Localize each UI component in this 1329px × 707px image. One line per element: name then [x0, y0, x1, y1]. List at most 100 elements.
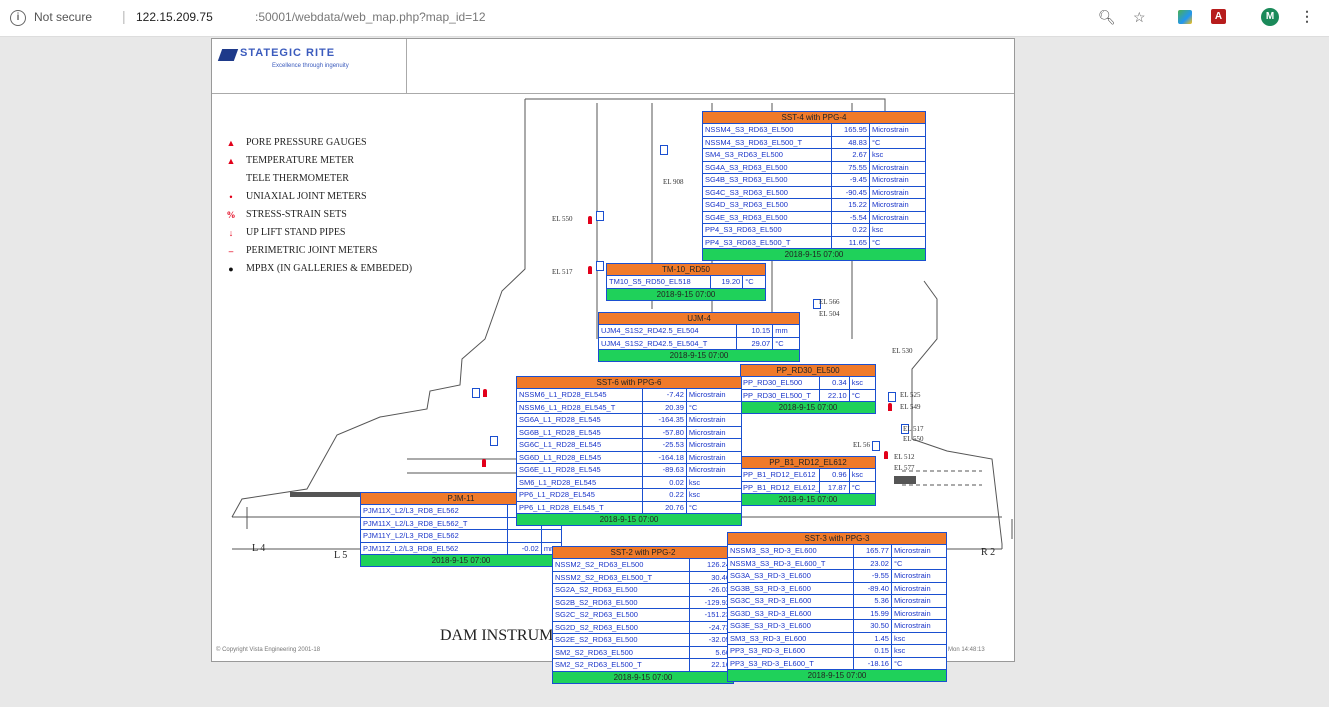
- info-icon[interactable]: i: [10, 10, 26, 26]
- pore-pressure-gauge-icon[interactable]: [588, 266, 592, 274]
- sensor-name: SG3D_S3_RD-3_EL600: [728, 607, 855, 619]
- sensor-name: PJM11Y_L2/L3_RD8_EL562: [361, 530, 509, 542]
- sensor-unit: Microstrain: [893, 621, 931, 630]
- panel-row: SM2_S2_RD63_EL500 5.60: [553, 646, 733, 659]
- drawing-title: DAM INSTRUM: [440, 627, 554, 644]
- section-label: L 4: [252, 543, 266, 554]
- elevation-label: EL 530: [892, 347, 913, 355]
- gauge-marker[interactable]: [596, 261, 604, 271]
- sensor-unit: Microstrain: [871, 212, 909, 222]
- sensor-unit: ksc: [893, 633, 906, 643]
- gauge-marker[interactable]: [490, 436, 498, 446]
- avatar[interactable]: M: [1261, 8, 1279, 26]
- panel-title: SST-6 with PPG-6: [517, 377, 741, 389]
- elevation-label: EL 577: [894, 464, 915, 472]
- sensor-name: SM2_S2_RD63_EL500: [553, 646, 690, 658]
- sensor-value: 11.65: [832, 236, 870, 248]
- sensor-unit: ksc: [871, 150, 884, 159]
- sensor-name: PP_B1_RD12_EL612_T: [743, 481, 820, 493]
- address-bar[interactable]: i Not secure | 122.15.209.75 :50001/webd…: [0, 0, 1329, 37]
- logo-tagline: Excellence through ingenuity: [272, 63, 349, 69]
- sensor-name: SG6B_L1_RD28_EL545: [517, 426, 644, 438]
- sensor-name: PP4_S3_RD63_EL500: [703, 224, 832, 236]
- sensor-name: SG2E_S2_RD63_EL500: [553, 634, 690, 646]
- gauge-marker[interactable]: [872, 441, 880, 451]
- elevation-label: EL 517: [552, 268, 573, 276]
- gauge-marker[interactable]: [888, 392, 896, 402]
- divider: |: [122, 8, 126, 24]
- sensor-unit: Microstrain: [688, 415, 726, 424]
- pore-pressure-gauge-icon[interactable]: [888, 403, 892, 411]
- sensor-value: 0.96: [820, 469, 850, 481]
- panel-timestamp: 2018-9-15 07:00: [607, 288, 765, 300]
- sensor-value: 75.55: [832, 161, 870, 173]
- sensor-unit: Microstrain: [688, 390, 726, 399]
- gauge-marker[interactable]: [901, 424, 909, 434]
- sensor-unit: Microstrain: [871, 175, 909, 184]
- sensor-name: NSSM3_S3_RD-3_EL600: [728, 545, 855, 557]
- panel-timestamp: 2018-9-15 07:00: [517, 514, 741, 525]
- panel-row: SG2E_S2_RD63_EL500 -32.05: [553, 634, 733, 647]
- sensor-value: 30.46: [711, 572, 730, 582]
- sensor-unit: mm: [775, 326, 788, 335]
- sensor-value: -24.73: [708, 622, 730, 632]
- url-path[interactable]: :50001/webdata/web_map.php?map_id=12: [255, 10, 486, 24]
- pdf-extension-icon[interactable]: A: [1211, 9, 1226, 24]
- sensor-name: PP_B1_RD12_EL612: [741, 469, 820, 481]
- sensor-name: TM10_S5_RD50_EL518: [607, 276, 711, 288]
- panel-row: SG2D_S2_RD63_EL500-24.73: [553, 621, 733, 634]
- sensor-unit: °C: [871, 137, 881, 147]
- sensor-unit: °C: [775, 338, 784, 348]
- sensor-value: -32.05: [708, 635, 730, 644]
- panel-timestamp: 2018-9-15 07:00: [703, 249, 925, 260]
- sensor-value: 5.60: [715, 647, 730, 657]
- section-label: R 2: [981, 547, 996, 558]
- elevation-label: EL 908: [663, 178, 684, 186]
- sensor-name: NSSM4_S3_RD63_EL500: [703, 124, 832, 136]
- pore-pressure-gauge-icon[interactable]: [482, 459, 486, 467]
- sensor-value: -57.80: [643, 426, 687, 438]
- gauge-marker[interactable]: [660, 145, 668, 155]
- sensor-unit: Microstrain: [688, 465, 726, 474]
- pore-pressure-gauge-icon[interactable]: [884, 451, 888, 459]
- menu-icon[interactable]: ⋮: [1300, 8, 1314, 24]
- sensor-value: 15.22: [832, 199, 870, 211]
- pore-pressure-gauge-icon[interactable]: [588, 216, 592, 224]
- gauge-marker[interactable]: [472, 388, 480, 398]
- gauge-marker[interactable]: [813, 299, 821, 309]
- sensor-unit: mm: [543, 543, 557, 553]
- sensor-value: -9.55: [854, 570, 892, 582]
- zoom-icon[interactable]: 🔍︎: [1098, 9, 1116, 25]
- security-label: Not secure: [34, 10, 93, 24]
- sensor-value: -89.40: [854, 582, 892, 594]
- sensor-value: 0.22: [832, 224, 870, 236]
- extension-icon[interactable]: [1178, 10, 1192, 24]
- pore-pressure-gauge-icon[interactable]: [483, 389, 487, 397]
- gauge-marker[interactable]: [596, 211, 604, 221]
- sensor-unit: Microstrain: [688, 440, 726, 449]
- sensor-name: NSSM6_L1_RD28_EL545_T: [517, 401, 644, 413]
- sensor-value: -9.45: [832, 174, 870, 186]
- sensor-value: 30.50: [854, 620, 892, 632]
- sensor-name: SG6A_L1_RD28_EL545: [517, 414, 644, 426]
- sensor-value: 165.77: [854, 545, 892, 557]
- bookmark-star-icon[interactable]: ☆: [1133, 9, 1146, 25]
- url-host[interactable]: 122.15.209.75: [136, 10, 213, 24]
- sensor-name: SM2_S2_RD63_EL500_T: [553, 659, 690, 671]
- sensor-value: 126.24: [707, 560, 730, 569]
- sensor-value: 17.87: [820, 481, 850, 493]
- sensor-name: PP_RD30_EL500_T: [741, 389, 820, 401]
